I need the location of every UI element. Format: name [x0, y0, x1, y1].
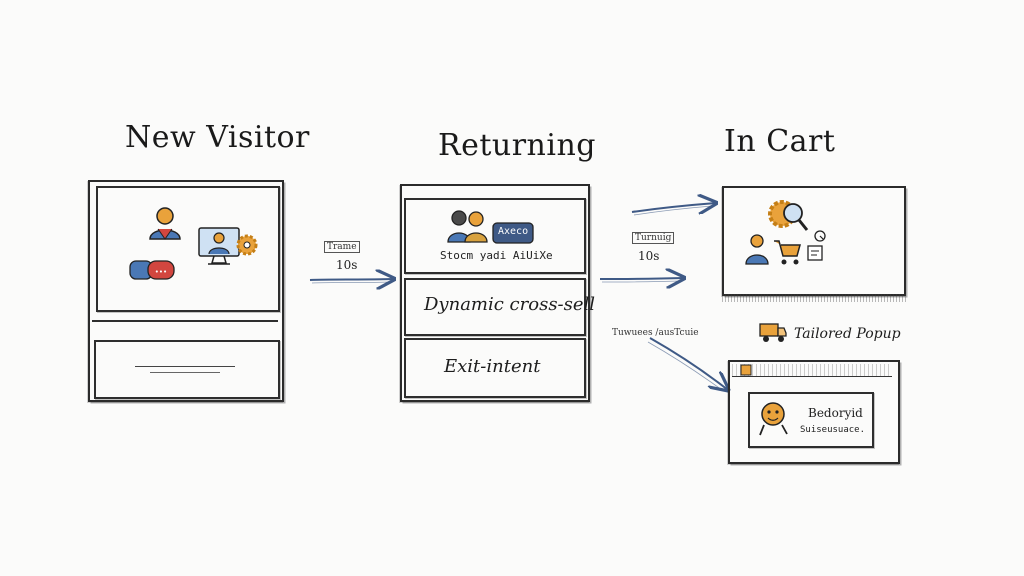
branch-label: Tuwuees /ausTcuie	[612, 328, 699, 338]
returning-exit-intent-slot	[404, 338, 586, 398]
cross-sell-label: Dynamic cross-sell	[424, 294, 596, 315]
truck-icon	[759, 323, 787, 342]
transition-1-value: 10s	[336, 258, 358, 272]
popup-star-icon	[740, 364, 752, 376]
two-people-icon	[447, 210, 488, 243]
arrow-newvisitor-to-returning	[309, 279, 394, 280]
new-visitor-device-frame	[88, 180, 284, 402]
new-visitor-footer-panel	[94, 340, 280, 399]
monitor-person-icon	[198, 227, 240, 265]
popup-title: Bedoryid	[808, 406, 863, 420]
returning-device-frame	[400, 184, 590, 402]
small-device-icon	[807, 245, 823, 261]
in-cart-device-frame	[722, 186, 906, 296]
arrow-top-into-cart	[631, 203, 716, 212]
in-cart-base-shading	[722, 294, 906, 302]
exit-intent-label: Exit-intent	[444, 356, 541, 377]
gear-magnifier-icon	[768, 200, 809, 231]
popup-content-card	[748, 392, 874, 448]
transition-1-label: Trame	[324, 241, 360, 253]
popup-subtitle: Suiseusuace.	[800, 425, 866, 435]
svg-text:•••: •••	[155, 268, 167, 276]
returning-badge-text: Axeco	[498, 226, 529, 237]
returning-banner-panel	[404, 198, 586, 274]
returning-cross-sell-slot	[404, 278, 586, 336]
person-icon	[745, 234, 769, 265]
mascot-icon	[759, 402, 788, 436]
clock-icon	[814, 230, 826, 242]
new-visitor-divider	[92, 320, 278, 322]
tailored-popup-label: Tailored Popup	[794, 326, 901, 342]
cart-icon	[774, 240, 801, 265]
arrow-returning-to-cart	[599, 278, 684, 279]
popup-frame	[728, 360, 900, 464]
new-visitor-footer-line-2	[150, 372, 220, 373]
chat-badge-icon: •••	[129, 260, 175, 280]
card-badge-icon	[492, 222, 534, 244]
stage-title-in-cart: In Cart	[724, 124, 836, 159]
returning-banner-caption: Stocm yadi AiUiXe	[440, 249, 553, 262]
arrow-branch-to-popup	[649, 337, 728, 390]
stage-title-returning: Returning	[438, 128, 597, 163]
transition-2-value: 10s	[638, 249, 660, 263]
popup-top-bar	[732, 364, 892, 377]
transition-2-label: Turnuig	[632, 232, 675, 244]
new-visitor-footer-line	[135, 366, 235, 367]
person-icon	[149, 207, 181, 240]
new-visitor-screen	[96, 186, 280, 312]
stage-title-new-visitor: New Visitor	[125, 120, 310, 155]
gear-icon	[236, 234, 258, 256]
